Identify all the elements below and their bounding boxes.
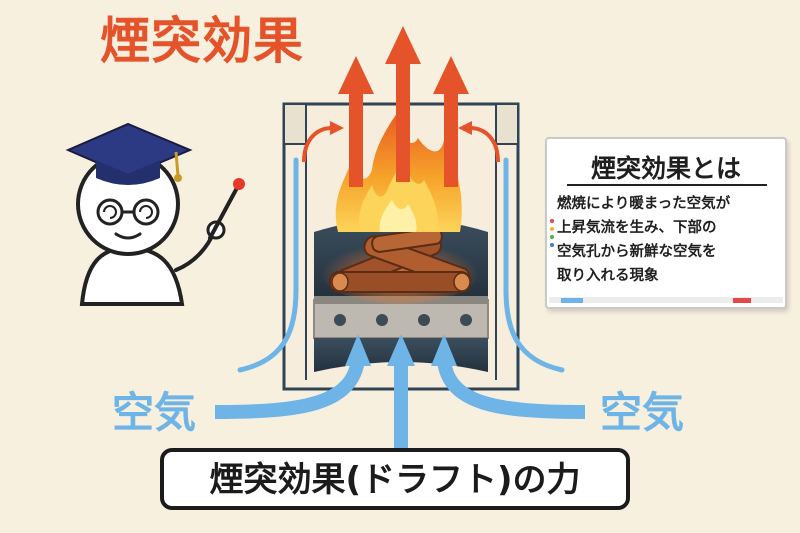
air-hole bbox=[376, 314, 388, 326]
marker-icon bbox=[561, 298, 583, 303]
air-hole bbox=[418, 314, 430, 326]
whiteboard-dots bbox=[550, 219, 555, 251]
air-label-right: 空気 bbox=[600, 388, 685, 437]
graduation-cap-icon bbox=[65, 122, 193, 185]
air-hole bbox=[334, 314, 346, 326]
caption-box: 煙突効果(ドラフト)の力 bbox=[160, 448, 630, 510]
hot-air-arrow bbox=[433, 56, 469, 187]
air-hole bbox=[460, 314, 472, 326]
caption-text: 煙突効果(ドラフト)の力 bbox=[209, 460, 581, 500]
cold-air-arrow-right bbox=[431, 334, 586, 419]
firewood-logs bbox=[329, 227, 471, 293]
hot-air-arrows bbox=[338, 26, 469, 187]
whiteboard-underline bbox=[567, 184, 767, 186]
hot-air-arrow bbox=[338, 56, 374, 187]
air-label-left: 空気 bbox=[112, 388, 197, 437]
whiteboard-body: 燃焼により暖まった空気が 上昇気流を生み、下部の 空気孔から新鮮な空気を 取り入… bbox=[557, 192, 777, 288]
page-title: 煙突効果 bbox=[100, 12, 304, 70]
whiteboard-tray bbox=[549, 297, 783, 303]
pointer-stick-icon bbox=[208, 178, 245, 240]
teacher-icon bbox=[65, 122, 226, 306]
cold-air-arrow-center bbox=[387, 334, 415, 448]
whiteboard-line: 空気孔から新鮮な空気を bbox=[557, 244, 717, 260]
cold-air-arrow-left bbox=[214, 334, 371, 419]
draft-curve-arrows bbox=[302, 121, 500, 163]
marker-icon bbox=[733, 298, 751, 303]
whiteboard-line: 燃焼により暖まった空気が bbox=[557, 196, 731, 212]
glasses-icon bbox=[96, 198, 160, 226]
whiteboard-title: 煙突効果とは bbox=[590, 154, 741, 183]
whiteboard: 煙突効果とは 燃焼により暖まった空気が 上昇気流を生み、下部の 空気孔から新鮮な… bbox=[545, 137, 787, 309]
cold-air-arrows bbox=[214, 334, 586, 448]
whiteboard-line: 上昇気流を生み、下部の bbox=[557, 220, 717, 236]
whiteboard-line: 取り入れる現象 bbox=[557, 268, 659, 284]
hot-air-arrow bbox=[385, 26, 421, 182]
inner-air-flow bbox=[237, 157, 565, 373]
